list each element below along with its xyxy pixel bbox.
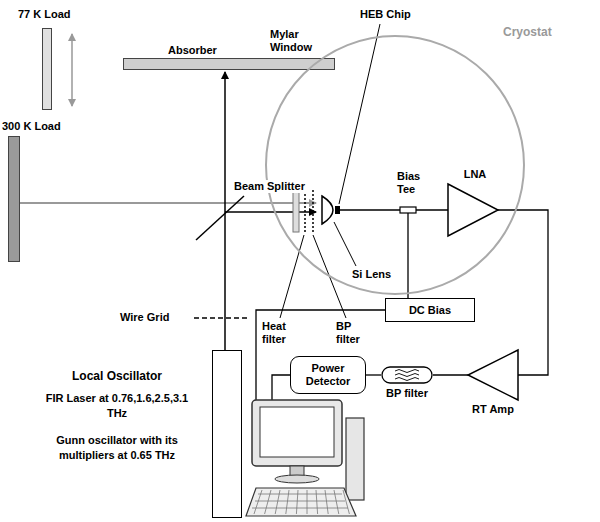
heat-filter: [304, 190, 306, 232]
amp-triangle: [468, 350, 518, 400]
bias-line: [407, 213, 408, 298]
cryostat-circle: [266, 36, 524, 294]
load-bar: [8, 136, 20, 262]
filter-label: BP filter: [381, 387, 433, 400]
part-label: Wire Grid: [120, 311, 169, 324]
cryostat: CryostatLNA: [265, 22, 540, 297]
if-line: [340, 209, 448, 210]
rt-amplifier: RT Amp: [468, 350, 518, 430]
local-oscillator: Local OscillatorFIR Laser at 0.76,1.6,2.…: [15, 350, 245, 520]
label-holder: Si Lens: [352, 268, 391, 281]
lo-text-column: Local OscillatorFIR Laser at 0.76,1.6,2.…: [37, 370, 197, 463]
bp-filter-inner: [312, 190, 314, 232]
bandpass-filter: BP filter: [381, 366, 433, 404]
wire-grid: [194, 317, 248, 319]
keyboard-row: [258, 494, 342, 495]
detector-wire: [272, 375, 290, 400]
box-label: Power Detector: [291, 362, 365, 388]
keyboard-col: [275, 490, 280, 514]
keyboard-col: [325, 490, 328, 514]
dc-bias-box: DC Bias: [385, 298, 475, 322]
part-label: BP filter: [336, 320, 374, 346]
label-holder: BP filter: [336, 320, 374, 346]
leader-line: [280, 235, 304, 318]
label-holder: Beam Splitter: [232, 180, 307, 193]
computer-icon: [246, 400, 364, 516]
part-label: Bias Tee: [397, 170, 431, 196]
box-label: DC Bias: [409, 304, 451, 317]
load-bar: [123, 58, 335, 70]
cryostat-label: Cryostat: [503, 26, 552, 39]
beam-splitter: [196, 196, 244, 240]
filter-wave: [395, 378, 419, 381]
bias-tee: [400, 207, 416, 213]
amp-label: LNA: [448, 168, 502, 181]
load-label: 300 K Load: [2, 120, 61, 133]
lo-source-box: [212, 350, 242, 518]
lo-beam: [224, 72, 226, 350]
amp-label: RT Amp: [468, 403, 518, 416]
move-arrow: [71, 34, 73, 106]
si-lens: [322, 196, 333, 224]
load-label: Absorber: [168, 44, 217, 57]
label-holder: Bias Tee: [397, 170, 431, 196]
keyboard-col: [307, 490, 308, 514]
label-holder: HEB Chip: [360, 8, 411, 21]
connector: [498, 210, 548, 375]
connector: [433, 374, 468, 375]
cryostat-outline: [265, 22, 540, 297]
label-holder: Heat filter: [262, 320, 300, 346]
filter-wave: [395, 370, 419, 373]
keyboard-col: [316, 490, 318, 514]
lo-text: FIR Laser at 0.76,1.6,2.5,3.1 THz: [37, 391, 197, 421]
keyboard-col: [343, 490, 349, 514]
part-label: Beam Splitter: [232, 180, 307, 193]
keyboard-col: [254, 490, 262, 514]
leader-line: [334, 222, 356, 266]
filter-body: [382, 367, 432, 383]
load-bar: [42, 28, 52, 110]
load-300k: 300 K Load: [2, 116, 82, 264]
keyboard-col: [265, 490, 271, 514]
amp-triangle: [448, 184, 498, 236]
part-label: Heat filter: [262, 320, 300, 346]
lna-amplifier: LNA: [448, 168, 502, 238]
keyboard-col: [286, 490, 289, 514]
heb-chip: [335, 206, 340, 214]
part-label: Mylar Window: [270, 28, 322, 54]
filter-wave: [395, 374, 419, 377]
triangle-shape: [448, 184, 498, 236]
lo-reflected-beam: [225, 211, 316, 213]
filter-symbol: [381, 366, 433, 384]
triangle-shape: [468, 350, 518, 400]
control-wire: [256, 310, 385, 400]
keyboard-col: [296, 490, 298, 514]
label-holder: Mylar Window: [270, 28, 322, 54]
connector: [366, 374, 381, 375]
label-holder: Wire Grid: [120, 311, 169, 324]
part-label: Si Lens: [352, 268, 391, 281]
keyboard-col: [334, 490, 339, 514]
lo-text: Gunn oscillator with its multipliers at …: [37, 433, 197, 463]
leader-line: [339, 24, 380, 204]
lo-heading: Local Oscillator: [37, 370, 197, 383]
part-label: HEB Chip: [360, 8, 411, 21]
power-detector-box: Power Detector: [290, 356, 366, 394]
load-label: 77 K Load: [18, 8, 71, 21]
load-77k: 77 K Load: [18, 4, 98, 112]
